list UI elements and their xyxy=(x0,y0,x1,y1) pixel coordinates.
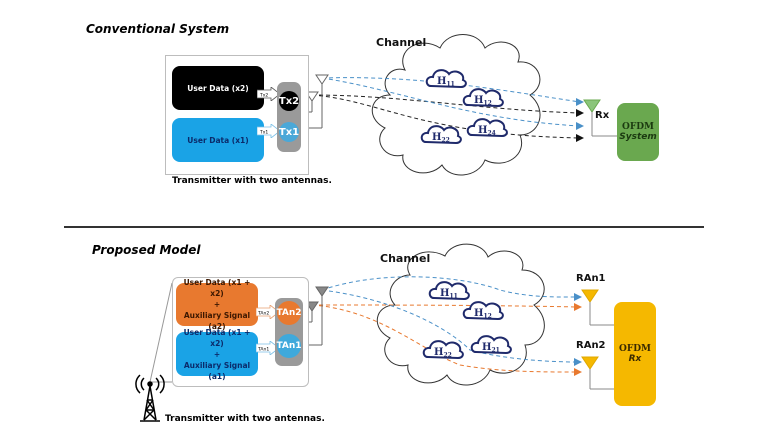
channel-cloud-conventional xyxy=(371,34,541,176)
channel-h12-proposed: H12 xyxy=(462,301,504,321)
svg-text:H22: H22 xyxy=(434,347,452,359)
arrow-tx2-label: Tx2 xyxy=(259,93,268,99)
tan2-circle: TAn2 xyxy=(276,301,302,325)
box-a2-line2: + xyxy=(213,300,221,309)
channel-h24-conventional: H24 xyxy=(466,118,508,138)
ofdm-system-box: OFDM System xyxy=(617,103,659,161)
ofdm-rx-line2: Rx xyxy=(628,354,642,364)
arrow-tan1-label: TAn1 xyxy=(257,347,269,353)
svg-text:H11: H11 xyxy=(440,288,458,300)
channel-h12-conventional: H12 xyxy=(462,88,504,108)
channel-label-conventional: Channel xyxy=(376,36,427,49)
rx-label: Rx xyxy=(595,110,610,121)
user-data-aux-a1-box: User Data (x1 + x2) + Auxiliary Signal (… xyxy=(176,328,258,381)
rx-antenna-conventional xyxy=(583,99,618,137)
channel-h11-conventional: H11 xyxy=(425,69,467,89)
channel-h22-proposed: H22 xyxy=(422,340,464,360)
ran2-label: RAn2 xyxy=(576,340,606,351)
box-a2-line3: Auxiliary Signal (a2) xyxy=(183,311,251,331)
transmitter-caption-conventional: Transmitter with two antennas. xyxy=(172,176,332,186)
rx-arrowheads-conventional xyxy=(576,98,584,142)
channel-h21-proposed: H21 xyxy=(470,335,512,355)
box-a1-line2: + xyxy=(213,349,221,359)
user-data-x1-box: User Data (x1) xyxy=(172,118,264,162)
tx-antennas-conventional xyxy=(301,74,329,129)
conventional-system-title: Conventional System xyxy=(86,22,230,36)
ofdm-rx-line1: OFDM xyxy=(619,344,651,354)
svg-text:H11: H11 xyxy=(437,76,455,88)
svg-text:H24: H24 xyxy=(478,125,496,137)
svg-text:H12: H12 xyxy=(474,95,492,107)
ofdm-system-line1: OFDM xyxy=(622,122,654,132)
user-data-aux-a2-box: User Data (x1 + x2) + Auxiliary Signal (… xyxy=(176,278,258,331)
arrow-tan1: TAn1 xyxy=(256,341,280,355)
channel-h22-conventional: H22 xyxy=(420,125,462,145)
channel-label-proposed: Channel xyxy=(380,252,431,265)
section-divider xyxy=(64,226,704,228)
tan1-circle: TAn1 xyxy=(276,334,302,358)
tx2-circle: Tx2 xyxy=(279,91,299,111)
tower-connector-lines xyxy=(149,282,173,383)
svg-text:H22: H22 xyxy=(432,132,450,144)
box-a2-line1: User Data (x1 + x2) xyxy=(183,278,251,298)
box-a1-line1: User Data (x1 + x2) xyxy=(183,327,251,348)
ofdm-rx-box: OFDM Rx xyxy=(614,302,656,406)
channel-h11-proposed: H11 xyxy=(428,281,470,301)
arrow-tx1: Tx1 xyxy=(257,124,281,138)
signal-paths-proposed xyxy=(311,276,579,373)
arrow-tx2: Tx2 xyxy=(257,87,281,101)
transmission-tower-icon xyxy=(135,374,165,422)
channel-cloud-proposed xyxy=(376,243,545,386)
arrow-tx1-label: Tx1 xyxy=(259,130,268,136)
proposed-model-title: Proposed Model xyxy=(92,243,201,257)
rx-arrowheads-proposed xyxy=(574,293,582,376)
arrow-tan2-label: TAn2 xyxy=(257,311,269,317)
ran1-label: RAn1 xyxy=(576,273,606,284)
rx-antennas-proposed xyxy=(581,289,614,390)
arrow-tan2: TAn2 xyxy=(256,305,280,319)
transmitter-caption-proposed: Transmitter with two antennas. xyxy=(165,414,325,424)
svg-text:H12: H12 xyxy=(474,308,492,320)
box-a1-line3: Auxiliary Signal (a1) xyxy=(183,360,251,381)
ofdm-system-line2: System xyxy=(619,132,657,142)
user-data-x2-box: User Data (x2) xyxy=(172,66,264,110)
tx1-circle: Tx1 xyxy=(279,122,299,142)
svg-text:H21: H21 xyxy=(482,342,500,354)
